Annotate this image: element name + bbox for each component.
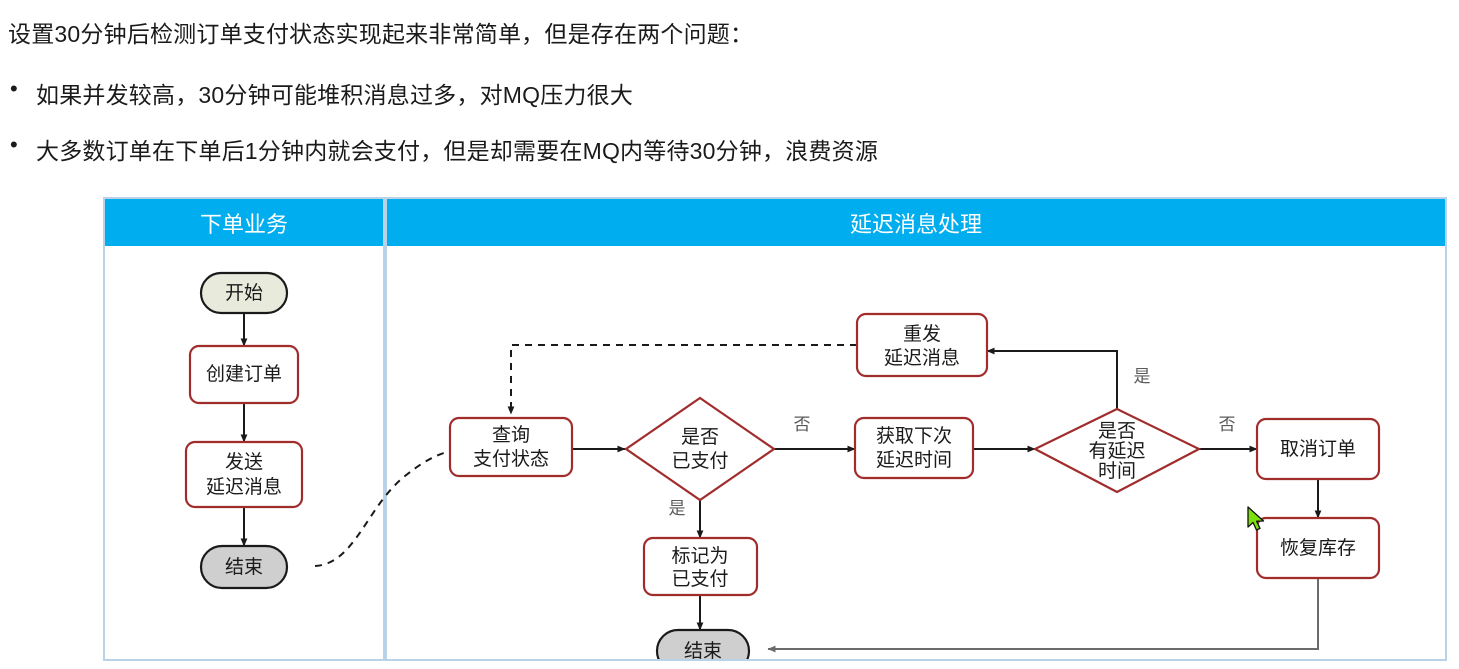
- node-send-delay-message-label-line1: 发送: [225, 451, 263, 473]
- node-has-delay-label-line1: 是否: [1098, 421, 1136, 442]
- node-end-right-label: 结束: [684, 640, 722, 659]
- node-next-delay-label-line1: 获取下次: [876, 425, 952, 447]
- node-resend-label-line1: 重发: [903, 323, 941, 345]
- bullet-marker-icon: •: [10, 132, 18, 157]
- node-has-delay-label-line2: 有延迟: [1088, 440, 1145, 462]
- bullet-marker-icon: •: [10, 76, 18, 101]
- mouse-pointer-icon: [1247, 506, 1265, 531]
- edge-resend-to-query-dashed: [507, 344, 857, 415]
- node-mark-as-paid: 标记为 已支付: [642, 536, 759, 597]
- node-is-paid-label-line2: 已支付: [671, 450, 728, 472]
- node-decision-has-delay-time: 是否 有延迟 时间: [1032, 407, 1202, 494]
- node-restore-stock-label: 恢复库存: [1280, 537, 1356, 559]
- swimlane-header-order-business: 下单业务: [105, 199, 383, 246]
- intro-bullet-text-1: 如果并发较高，30分钟可能堆积消息过多，对MQ压力很大: [36, 82, 634, 108]
- node-create-order-label: 创建订单: [206, 363, 282, 385]
- intro-bullet-text-2: 大多数订单在下单后1分钟内就会支付，但是却需要在MQ内等待30分钟，浪费资源: [36, 138, 879, 164]
- flowchart-panel: 下单业务 延迟消息处理: [103, 197, 1447, 661]
- node-send-delay-message: 发送 延迟消息: [184, 440, 304, 509]
- swimlane-header-delay-message: 延迟消息处理: [387, 199, 1445, 246]
- intro-bullet-item-2: • 大多数订单在下单后1分钟内就会支付，但是却需要在MQ内等待30分钟，浪费资源: [10, 132, 878, 166]
- node-is-paid-label-line1: 是否: [681, 427, 719, 448]
- node-cancel-order-label: 取消订单: [1280, 438, 1356, 460]
- node-create-order: 创建订单: [188, 344, 300, 405]
- node-decision-is-paid: 是否 已支付: [624, 396, 776, 502]
- node-get-next-delay-time: 获取下次 延迟时间: [853, 416, 975, 480]
- intro-lead-paragraph: 设置30分钟后检测订单支付状态实现起来非常简单，但是存在两个问题：: [8, 21, 754, 47]
- swimlane-vertical-divider: [383, 199, 387, 659]
- node-cancel-order: 取消订单: [1255, 417, 1381, 481]
- node-restore-stock: 恢复库存: [1255, 516, 1381, 580]
- node-mark-paid-label-line1: 标记为: [671, 545, 728, 567]
- flowchart-canvas: 否 是 是 否 开始 创建: [184, 271, 1381, 659]
- node-end-left-label: 结束: [225, 556, 263, 578]
- node-start-label: 开始: [225, 282, 263, 304]
- node-end-left: 结束: [199, 544, 289, 590]
- node-query-label-line1: 查询: [492, 424, 530, 446]
- edge-send-msg-to-query-dashed: [314, 446, 464, 567]
- node-query-payment-status: 查询 支付状态: [448, 416, 574, 478]
- edge-label-has-delay-no: 否: [1219, 415, 1236, 434]
- intro-bullet-item-1: • 如果并发较高，30分钟可能堆积消息过多，对MQ压力很大: [10, 76, 633, 110]
- node-mark-paid-label-line2: 已支付: [671, 568, 728, 590]
- swimlane-header-row: 下单业务 延迟消息处理: [105, 199, 1445, 246]
- node-end-right: 结束: [655, 628, 751, 659]
- node-resend-label-line2: 延迟消息: [884, 347, 960, 369]
- node-has-delay-label-line3: 时间: [1098, 460, 1136, 482]
- edge-has-delay-yes-to-resend: [986, 347, 1118, 409]
- node-send-delay-message-label-line2: 延迟消息: [206, 476, 282, 498]
- edge-label-has-delay-yes: 是: [1134, 367, 1151, 386]
- node-start: 开始: [199, 271, 289, 315]
- node-resend-delay-message: 重发 延迟消息: [855, 312, 989, 378]
- node-query-label-line2: 支付状态: [473, 448, 549, 470]
- edge-restore-stock-to-end: [767, 578, 1319, 653]
- edge-label-paid-no: 否: [794, 415, 811, 434]
- edge-label-paid-yes: 是: [669, 499, 686, 518]
- node-next-delay-label-line2: 延迟时间: [876, 449, 952, 471]
